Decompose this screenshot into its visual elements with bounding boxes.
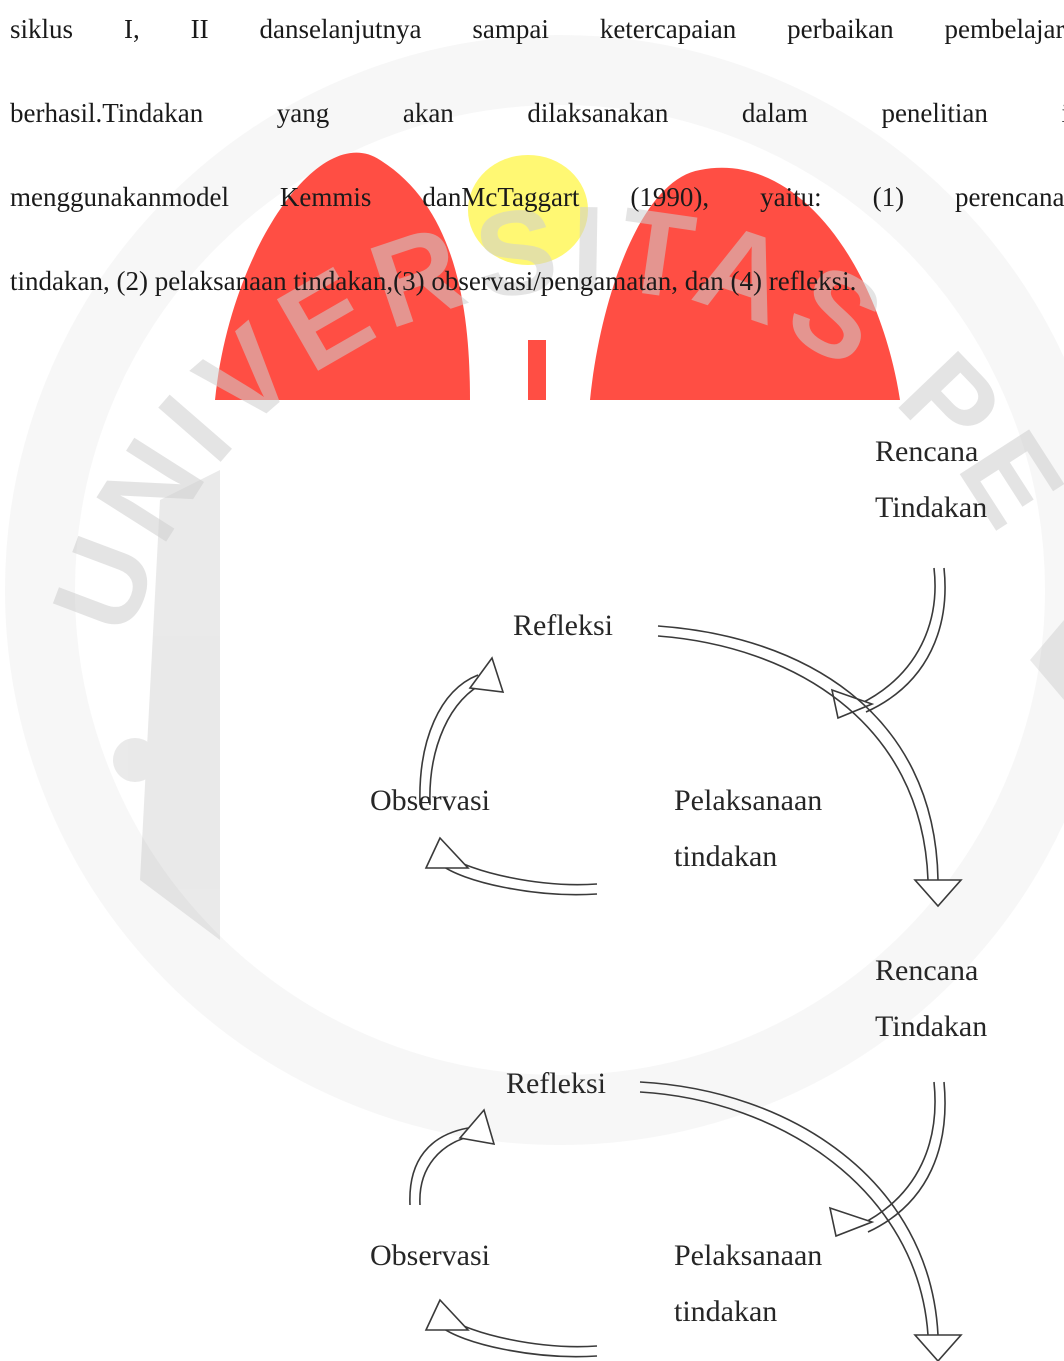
word: penelitian bbox=[881, 98, 988, 128]
cycle-2-arrowhead-observe bbox=[424, 1298, 470, 1331]
cycle-2-arrows bbox=[409, 1081, 963, 1361]
word: danselanjutnya bbox=[259, 14, 422, 44]
cycle-1-arrowhead-act bbox=[830, 688, 875, 720]
word: dilaksanakan bbox=[527, 98, 669, 128]
cycle-2-arrowhead-act bbox=[828, 1206, 875, 1238]
cycle-2-arrow-plan-to-act bbox=[859, 1081, 936, 1226]
text-line-4: tindakan, (2) pelaksanaan tindakan,(3) o… bbox=[10, 266, 857, 296]
text-line-1: siklus I, II danselanjutnya sampai ketercapai… bbox=[10, 14, 1064, 44]
word: perencanaan bbox=[955, 182, 1064, 212]
cycle-2-label-plan: Rencana Tindakan bbox=[875, 954, 988, 1043]
word: siklus bbox=[10, 14, 74, 44]
word: pembelajaran bbox=[944, 14, 1064, 44]
cycle-1-arrow-observe-to-reflect bbox=[419, 674, 479, 806]
cycle-1-arrow-plan-to-act bbox=[857, 567, 936, 706]
word: menggunakanmodel bbox=[10, 182, 229, 212]
word: yang bbox=[276, 98, 330, 128]
watermark-gray-shapes bbox=[113, 470, 1064, 940]
word: berhasil.Tindakan bbox=[10, 98, 204, 128]
cycle-2-label-reflect: Refleksi bbox=[506, 1067, 606, 1100]
cycle-2-arrowhead-reflect bbox=[458, 1108, 496, 1146]
watermark-flame bbox=[215, 152, 900, 400]
word: sampai bbox=[472, 14, 549, 44]
cycle-2-arrow-act-to-observe bbox=[446, 1316, 598, 1348]
cycle-2-arrow-observe-to-reflect bbox=[409, 1127, 469, 1206]
word: I, bbox=[123, 14, 140, 44]
watermark-ring bbox=[5, 35, 1064, 1145]
cycle-2-label-observe: Observasi bbox=[370, 1239, 490, 1272]
word: perbaikan bbox=[787, 14, 894, 44]
word: dalam bbox=[741, 98, 808, 128]
word: (1) bbox=[872, 182, 905, 212]
cycle-2-label-act: Pelaksanaan tindakan bbox=[674, 1239, 823, 1328]
word: akan bbox=[402, 98, 454, 128]
text-line-2: berhasil.Tindakan yang akan dilaksanakan dal… bbox=[10, 98, 1064, 128]
word: Kemmis bbox=[279, 182, 372, 212]
cycle-1-label-reflect: Refleksi bbox=[513, 609, 613, 642]
cycle-1-arrowhead-reflect bbox=[468, 656, 505, 693]
cycle-2-arrow-reflect-to-next bbox=[639, 1081, 939, 1336]
cycle-1-arrow-reflect-to-next bbox=[657, 625, 939, 881]
cycle-2-arrowhead-next bbox=[913, 1334, 963, 1361]
word: ini bbox=[1061, 98, 1064, 128]
text-line-3: menggunakanmodel Kemmis danMcTaggart (1990)… bbox=[10, 182, 1064, 212]
cycle-1-arrowhead-observe bbox=[424, 836, 470, 869]
word: (1990), bbox=[630, 182, 710, 212]
cycle-1-label-act: Pelaksanaan tindakan bbox=[674, 784, 823, 873]
cycle-1-label-observe: Observasi bbox=[370, 784, 490, 817]
word: yaitu: bbox=[760, 182, 822, 212]
cycle-1-arrows bbox=[419, 567, 963, 908]
cycle-1-arrowhead-next bbox=[913, 879, 963, 908]
word: ketercapaian bbox=[599, 14, 737, 44]
cycle-1-label-plan: Rencana Tindakan bbox=[875, 435, 988, 524]
word: danMcTaggart bbox=[422, 182, 580, 212]
cycle-1-arrow-act-to-observe bbox=[446, 854, 598, 886]
word: II bbox=[190, 14, 209, 44]
